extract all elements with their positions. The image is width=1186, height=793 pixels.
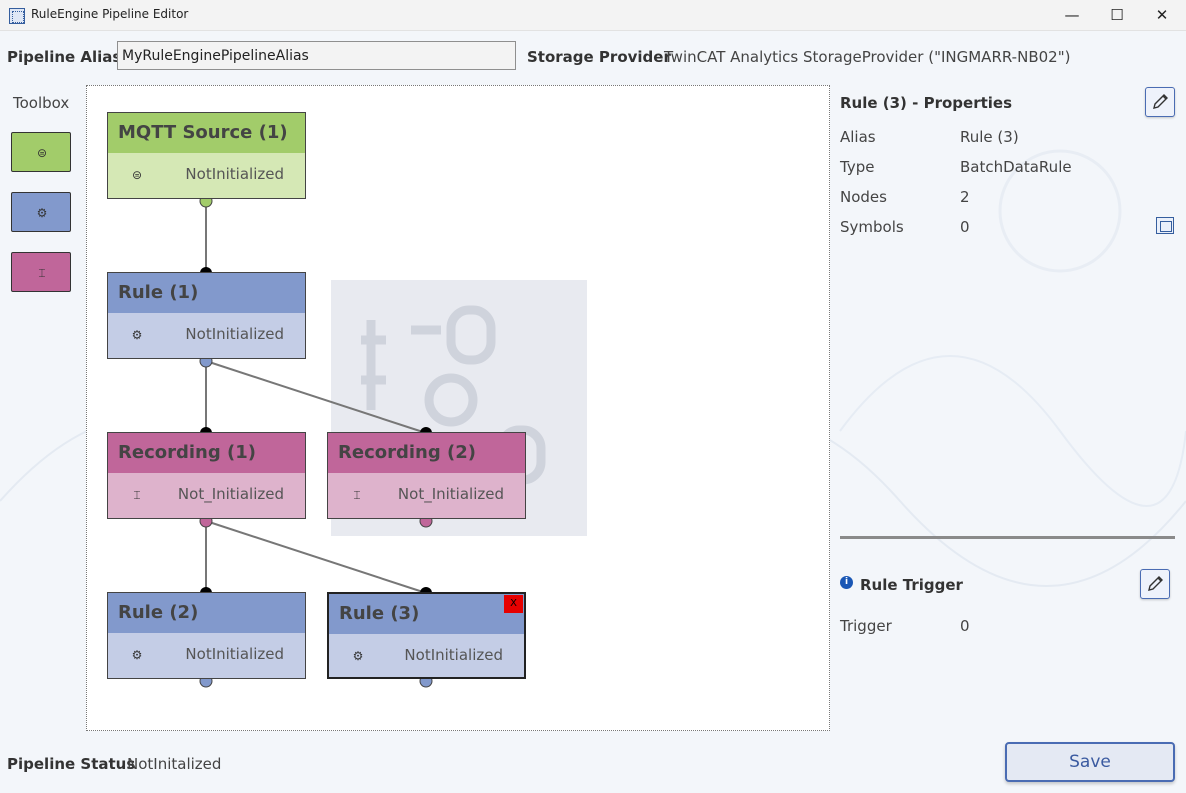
node-title: Recording (2): [328, 433, 525, 473]
prop-symbols-value: 0: [960, 218, 970, 236]
pencil-icon: [1153, 94, 1168, 109]
title-bar: RuleEngine Pipeline Editor — ☐ ✕: [0, 0, 1186, 31]
node-rule-2[interactable]: Rule (2) ⚙ NotInitialized: [107, 592, 306, 679]
node-status: NotInitialized: [404, 646, 503, 664]
node-body: ⌶ Not_Initialized: [328, 473, 525, 518]
save-button[interactable]: Save: [1005, 742, 1175, 782]
prop-type-value: BatchDataRule: [960, 158, 1072, 176]
gears-icon: ⚙: [131, 328, 143, 342]
recording-icon: ⌶: [133, 488, 141, 502]
prop-alias-label: Alias: [840, 128, 876, 146]
storage-provider-value: TwinCAT Analytics StorageProvider ("INGM…: [664, 48, 1071, 66]
app-icon: [9, 8, 25, 24]
toolbox-title: Toolbox: [13, 94, 70, 112]
info-icon: i: [840, 576, 853, 589]
database-icon: ⊜: [36, 146, 48, 160]
node-recording-1[interactable]: Recording (1) ⌶ Not_Initialized: [107, 432, 306, 519]
storage-provider-label: Storage Provider: [527, 48, 671, 66]
node-body: ⚙ NotInitialized: [108, 313, 305, 358]
prop-alias-value: Rule (3): [960, 128, 1019, 146]
close-window-button[interactable]: ✕: [1155, 6, 1169, 24]
recording-icon: ⌶: [38, 266, 46, 280]
delete-node-button[interactable]: X: [504, 595, 523, 613]
pipeline-alias-input[interactable]: [117, 41, 516, 70]
node-status: NotInitialized: [185, 165, 284, 183]
node-title: Rule (1): [108, 273, 305, 313]
node-body: ⚙ NotInitialized: [329, 634, 524, 677]
window-title: RuleEngine Pipeline Editor: [31, 7, 189, 21]
edit-trigger-button[interactable]: [1140, 569, 1170, 599]
trigger-label: Trigger: [840, 617, 892, 635]
pencil-icon: [1148, 576, 1163, 591]
node-title: Rule (2): [108, 593, 305, 633]
node-body: ⊜ NotInitialized: [108, 153, 305, 198]
trigger-value: 0: [960, 617, 970, 635]
panel-divider[interactable]: [840, 536, 1175, 539]
node-status: Not_Initialized: [397, 485, 504, 503]
toolbox-rule-button[interactable]: ⚙: [11, 192, 71, 232]
minimize-button[interactable]: —: [1064, 6, 1080, 24]
link-rule1-rec2: [205, 360, 427, 434]
recording-icon: ⌶: [353, 488, 361, 502]
node-title: MQTT Source (1): [108, 113, 305, 153]
node-title: Rule (3): [329, 594, 524, 634]
node-status: NotInitialized: [185, 325, 284, 343]
pipeline-canvas[interactable]: MQTT Source (1) ⊜ NotInitialized Rule (1…: [86, 85, 830, 731]
prop-symbols-label: Symbols: [840, 218, 904, 236]
prop-nodes-label: Nodes: [840, 188, 887, 206]
node-title: Recording (1): [108, 433, 305, 473]
gears-icon: ⚙: [36, 206, 48, 220]
edit-properties-button[interactable]: [1145, 87, 1175, 117]
prop-nodes-value: 2: [960, 188, 970, 206]
open-symbols-icon[interactable]: [1156, 217, 1174, 234]
node-status: NotInitialized: [185, 645, 284, 663]
pipeline-status-label: Pipeline Status: [7, 755, 136, 773]
node-recording-2[interactable]: Recording (2) ⌶ Not_Initialized: [327, 432, 526, 519]
node-status: Not_Initialized: [177, 485, 284, 503]
maximize-button[interactable]: ☐: [1110, 6, 1124, 24]
node-rule-3[interactable]: Rule (3) X ⚙ NotInitialized: [327, 592, 526, 679]
link-rec1-rule3: [205, 520, 427, 594]
database-icon: ⊜: [131, 168, 143, 182]
node-body: ⚙ NotInitialized: [108, 633, 305, 678]
pipeline-alias-label: Pipeline Alias: [7, 48, 122, 66]
rule-trigger-title: Rule Trigger: [860, 576, 963, 594]
toolbox-recording-button[interactable]: ⌶: [11, 252, 71, 292]
node-mqtt-source-1[interactable]: MQTT Source (1) ⊜ NotInitialized: [107, 112, 306, 199]
properties-title: Rule (3) - Properties: [840, 94, 1013, 112]
gears-icon: ⚙: [352, 649, 364, 663]
node-body: ⌶ Not_Initialized: [108, 473, 305, 518]
prop-type-label: Type: [840, 158, 875, 176]
gears-icon: ⚙: [131, 648, 143, 662]
pipeline-status-value: NotInitalized: [127, 755, 222, 773]
node-rule-1[interactable]: Rule (1) ⚙ NotInitialized: [107, 272, 306, 359]
toolbox-mqtt-source-button[interactable]: ⊜: [11, 132, 71, 172]
